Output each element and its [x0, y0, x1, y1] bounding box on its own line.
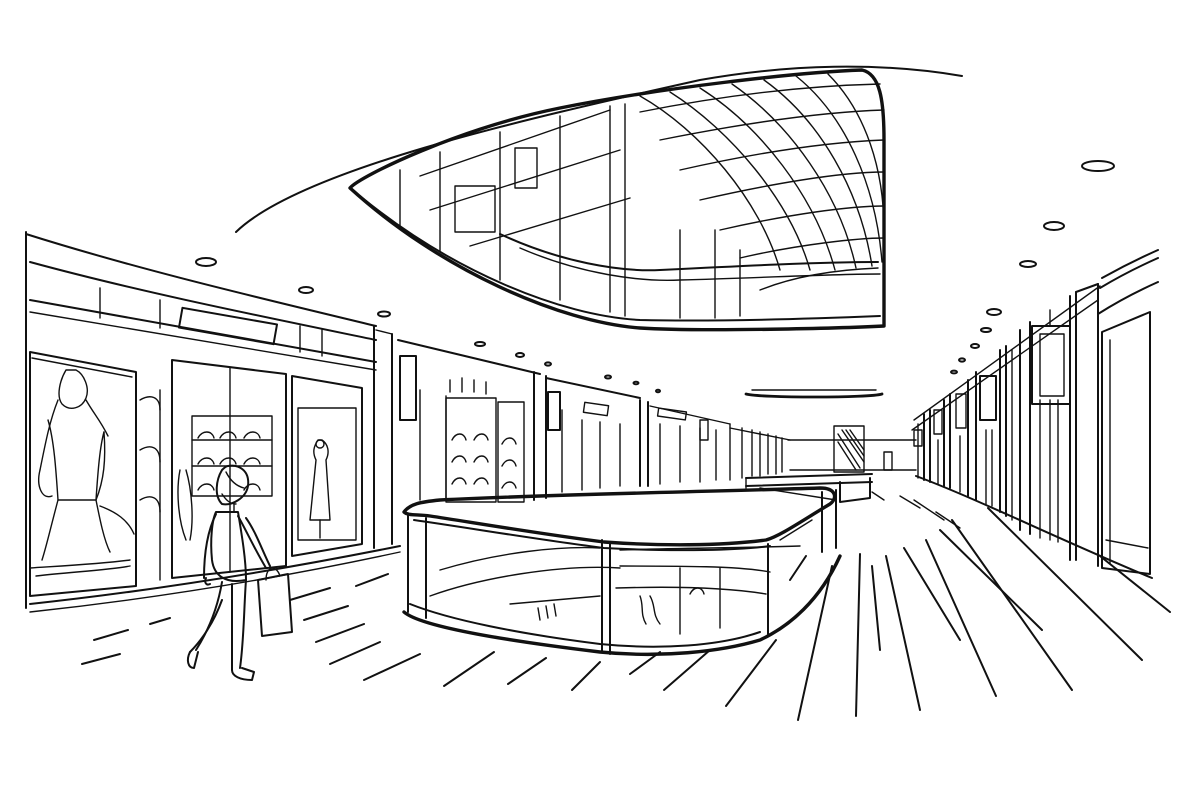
- ceiling-lights: [195, 160, 1115, 399]
- right-storefronts: [911, 249, 1159, 579]
- left-distant-shops: [397, 339, 791, 503]
- skylight-atrium: [348, 68, 886, 332]
- shopper-figure: [186, 464, 293, 681]
- distant-escalator: [787, 425, 917, 473]
- atrium-railing: [402, 473, 873, 657]
- floor-lines: [81, 491, 1171, 721]
- left-storefronts: [25, 231, 401, 613]
